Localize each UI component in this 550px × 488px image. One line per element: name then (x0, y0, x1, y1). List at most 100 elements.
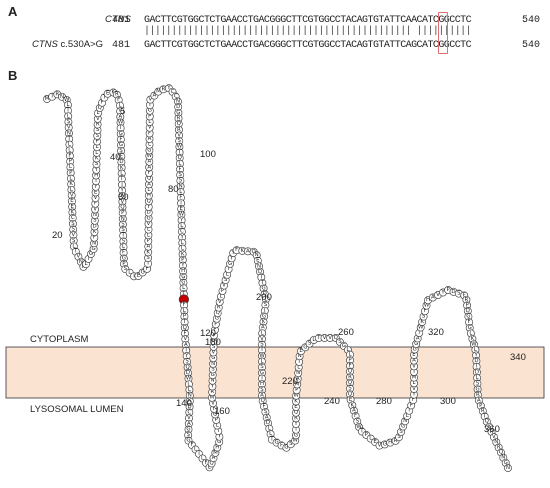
residue-letter: V (328, 335, 332, 341)
residue-letter: G (228, 261, 232, 267)
residue-letter: F (214, 321, 217, 327)
residue-letter: L (180, 223, 183, 229)
residue-letter: R (217, 305, 221, 311)
residue-letter: D (147, 210, 151, 216)
residue-letter: R (476, 392, 480, 398)
residue-letter: Y (180, 263, 185, 269)
residue-letter: V (148, 125, 152, 131)
residue-letter: L (474, 347, 477, 353)
residue-letter: S (211, 366, 215, 372)
residue-letter: V (121, 199, 125, 205)
residue-letter: S (67, 119, 71, 125)
residue-letter: E (137, 273, 141, 279)
position-label: 360 (484, 424, 500, 435)
residue-letter: P (69, 159, 73, 165)
residue-letter: E (179, 206, 183, 212)
residue-letter: N (296, 370, 300, 376)
residue-letter: V (77, 254, 81, 260)
residue-letter: F (348, 363, 351, 369)
residue-letter: Q (147, 176, 151, 182)
residue-letter: I (147, 261, 149, 267)
residue-letter: I (51, 94, 53, 100)
residue-letter: Q (209, 460, 213, 466)
residue-letter: S (96, 127, 100, 133)
residue-letter: Q (185, 364, 189, 370)
residue-chain: MIRNWLTLSVNTLLFPLPLKLVEEKCSSVSLTVNKLIGGN… (43, 84, 512, 472)
panel-b-label: B (8, 68, 18, 83)
residue-letter: T (260, 280, 265, 286)
residue-letter: V (211, 400, 215, 406)
residue-letter: Q (120, 204, 124, 210)
position-label: 20 (52, 230, 63, 241)
residue-letter: E (70, 204, 74, 210)
residue-letter: A (260, 393, 264, 399)
residue-letter: C (174, 94, 178, 100)
residue-letter: G (119, 142, 123, 148)
residue-letter: S (476, 381, 480, 387)
residue-letter: N (211, 361, 215, 367)
residue-letter: L (118, 103, 121, 109)
residue-letter: L (183, 308, 186, 314)
residue-letter: N (176, 99, 180, 105)
residue-letter: S (177, 138, 181, 144)
residue-letter: Q (178, 155, 182, 161)
residue-letter: V (412, 363, 416, 369)
residue-letter: H (215, 445, 219, 451)
residue-letter: R (294, 415, 298, 421)
residue-letter: R (497, 444, 501, 450)
residue-letter: F (148, 130, 151, 136)
residue-letter: D (266, 420, 270, 426)
residue-letter: W (186, 376, 192, 382)
residue-letter: T (407, 408, 412, 414)
residue-letter: I (88, 256, 90, 262)
residue-letter: F (146, 266, 149, 272)
residue-letter: Y (440, 290, 445, 296)
residue-letter: P (465, 302, 469, 308)
residue-letter: Y (179, 217, 184, 223)
residue-letter: P (69, 170, 73, 176)
residue-letter: R (115, 92, 119, 98)
sequence-row-1: GACTTCGTGGCTCTGAACCTGACGGGCTTCGTGGCCTACA… (144, 15, 472, 26)
residue-letter: I (228, 266, 230, 272)
residue-letter: T (93, 178, 98, 184)
residue-letter: V (436, 292, 440, 298)
residue-letter: L (348, 352, 351, 358)
residue-letter: K (120, 165, 124, 171)
residue-letter: R (177, 127, 181, 133)
residue-letter: R (481, 408, 485, 414)
residue-letter: V (149, 97, 153, 103)
residue-letter: F (117, 97, 120, 103)
residue-letter: M (213, 450, 218, 456)
position-label: 340 (510, 352, 526, 363)
residue-letter: F (94, 201, 97, 207)
residue-letter: G (284, 445, 288, 451)
residue-letter: F (463, 292, 466, 298)
residue-letter: I (413, 369, 415, 375)
residue-letter: D (258, 269, 262, 275)
residue-letter: P (479, 403, 483, 409)
residue-letter: G (414, 341, 418, 347)
residue-letter: S (422, 314, 426, 320)
residue-letter: Y (411, 392, 416, 398)
residue-letter: T (216, 428, 221, 434)
residue-letter: L (148, 142, 151, 148)
residue-letter: S (356, 419, 360, 425)
residue-letter: N (257, 263, 261, 269)
residue-letter: Q (216, 310, 220, 316)
residue-letter: N (255, 252, 259, 258)
residue-letter: A (118, 114, 122, 120)
mutation-highlight-box (438, 12, 448, 54)
residue-letter: F (354, 413, 357, 419)
residue-letter: Y (293, 421, 298, 427)
residue-letter: A (147, 181, 151, 187)
residue-letter: Y (179, 234, 184, 240)
residue-letter: G (466, 314, 470, 320)
residue-letter: K (294, 398, 298, 404)
sequence-row-2-start: 481 (112, 40, 131, 51)
residue-letter: E (94, 189, 98, 195)
residue-letter: V (323, 335, 327, 341)
residue-letter: S (348, 386, 352, 392)
residue-letter: Q (499, 450, 503, 456)
residue-letter: Q (183, 325, 187, 331)
